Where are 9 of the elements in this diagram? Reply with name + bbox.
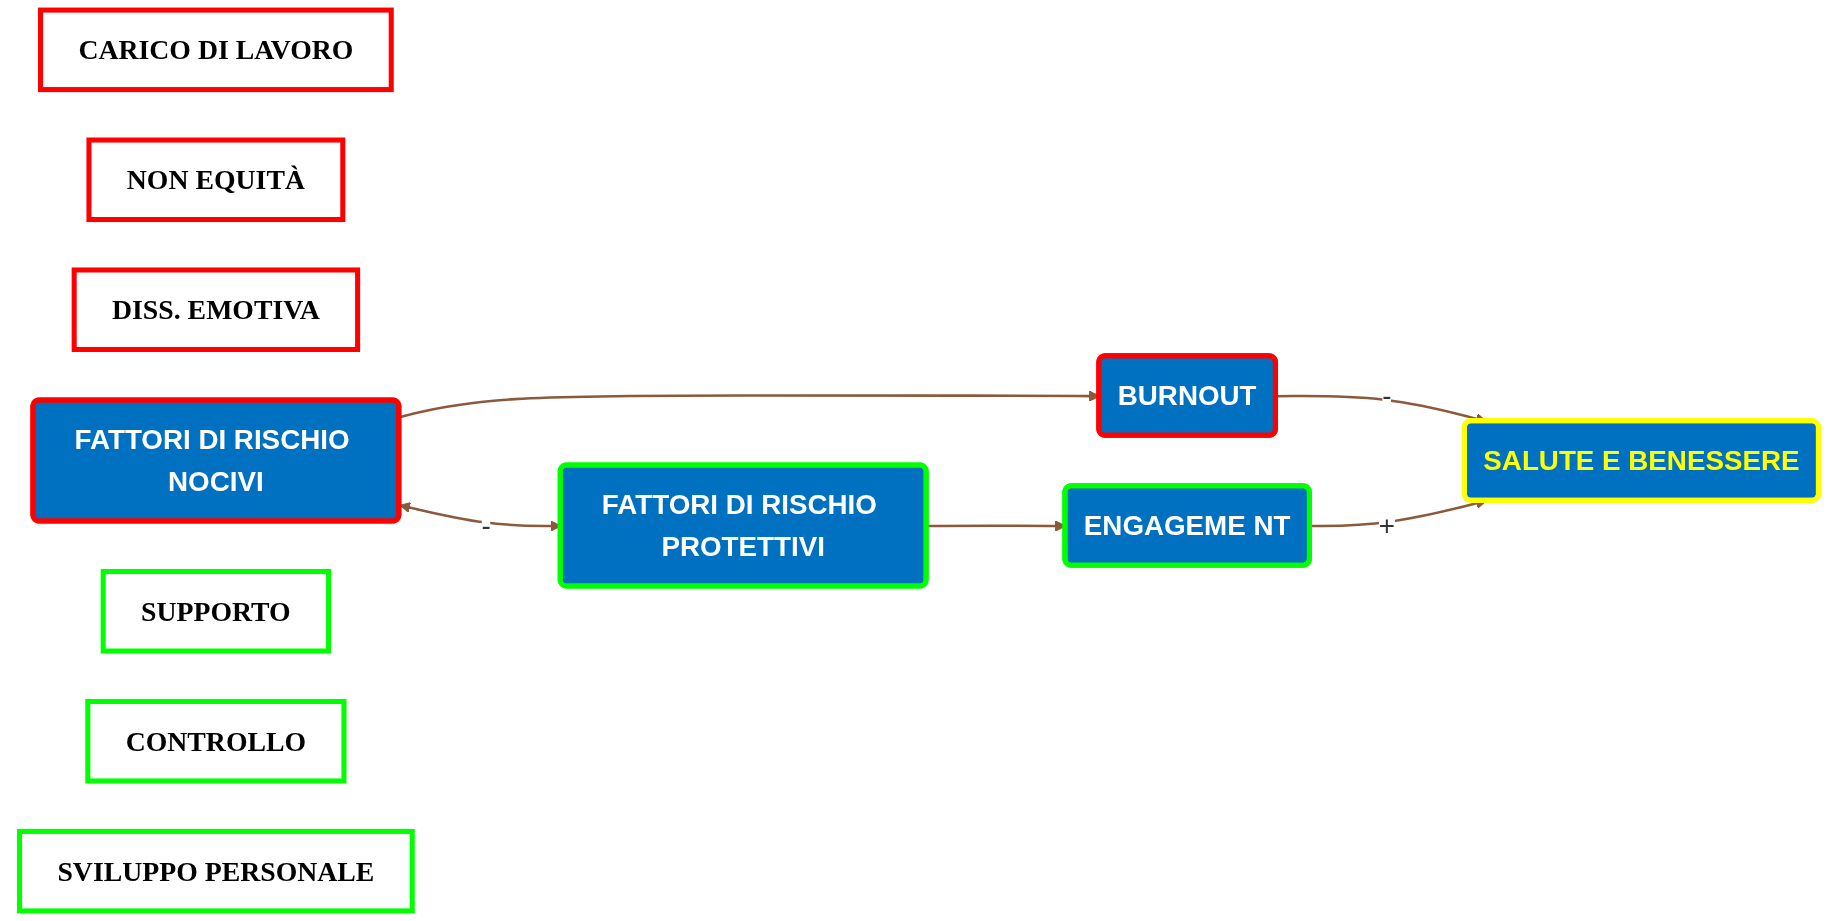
edge-label: - xyxy=(481,509,491,542)
edge-label: + xyxy=(1378,509,1396,542)
node-box: SVILUPPO PERSONALE xyxy=(17,828,415,914)
node-box: CONTROLLO xyxy=(85,698,347,784)
node-box: SUPPORTO xyxy=(100,569,332,654)
node-box: NON EQUITÀ xyxy=(86,137,346,223)
node-box: CARICO DI LAVORO xyxy=(38,7,394,93)
node-box: DISS. EMOTIVA xyxy=(71,267,361,352)
edge-label: - xyxy=(1382,379,1392,412)
